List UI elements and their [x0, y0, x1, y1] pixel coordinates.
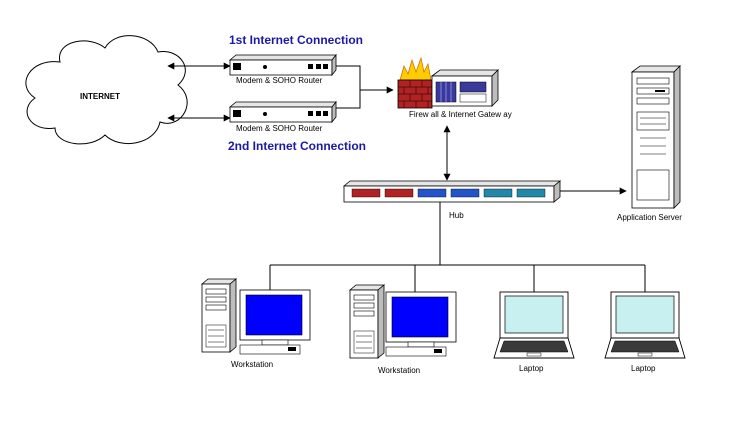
firewall-gateway	[397, 56, 499, 109]
server-label: Application Server	[617, 213, 682, 222]
laptop-1	[493, 291, 575, 359]
laptop2-label: Laptop	[631, 364, 656, 373]
heading-second-connection: 2nd Internet Connection	[228, 139, 366, 153]
firewall-label: Firew all & Internet Gatew ay	[409, 110, 512, 119]
modem-router-1	[228, 53, 337, 77]
modem2-label: Modem & SOHO Router	[236, 124, 323, 133]
hub-device	[342, 180, 562, 203]
workstation-2	[348, 284, 457, 359]
hub-label: Hub	[449, 211, 464, 220]
heading-first-connection: 1st Internet Connection	[229, 33, 364, 47]
internet-cloud	[25, 35, 188, 145]
laptop-2	[604, 291, 686, 359]
application-server	[630, 65, 681, 209]
workstation1-label: Workstation	[231, 360, 274, 369]
modem-router-2	[228, 100, 337, 124]
laptop1-label: Laptop	[519, 364, 544, 373]
internet-label: INTERNET	[80, 92, 120, 101]
lan-bus	[269, 202, 646, 292]
modem1-label: Modem & SOHO Router	[236, 76, 323, 85]
link-modems-firewall	[336, 65, 394, 109]
workstation-1	[200, 278, 311, 355]
workstation2-label: Workstation	[378, 366, 421, 375]
